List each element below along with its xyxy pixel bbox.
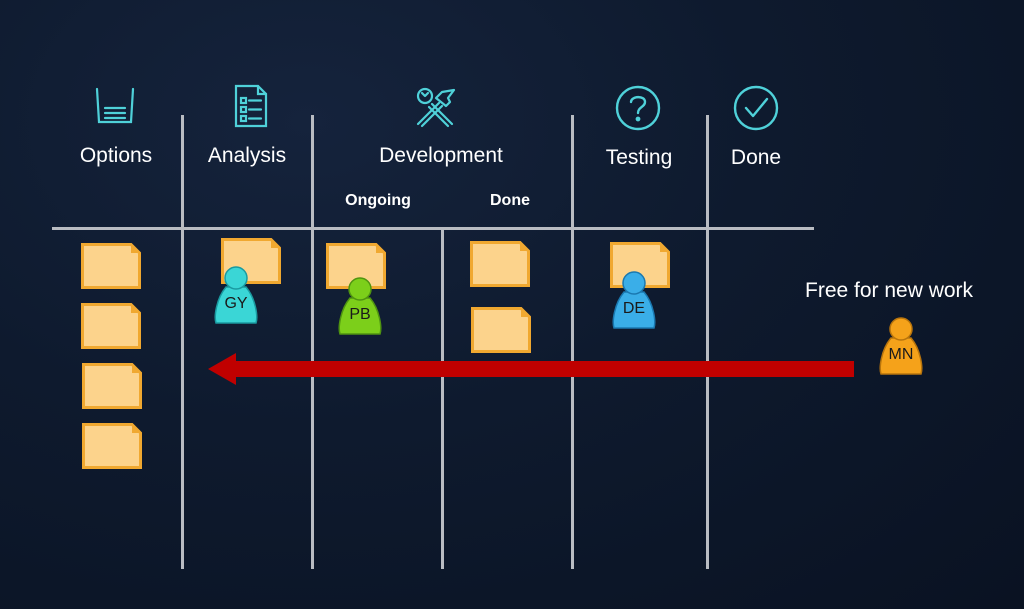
worker-initials: GY <box>224 295 248 312</box>
free-for-new-work-label: Free for new work <box>805 279 974 302</box>
bucket-icon <box>95 87 135 124</box>
pawn-icon <box>879 317 923 375</box>
worker-pawn-de[interactable]: DE <box>610 270 658 332</box>
work-card[interactable] <box>326 243 386 289</box>
work-card[interactable] <box>82 363 142 409</box>
pawn-icon <box>338 277 382 335</box>
flow-arrow <box>208 353 854 385</box>
worker-pawn-mn[interactable]: MN <box>877 316 925 378</box>
worker-initials: MN <box>888 346 914 363</box>
check-circle-icon <box>733 85 779 131</box>
subcolumn-title-ongoing: Ongoing <box>345 192 411 209</box>
work-card[interactable] <box>471 307 531 353</box>
tools-icon <box>416 87 456 128</box>
pawn-icon <box>214 266 258 324</box>
worker-initials: DE <box>622 300 646 317</box>
column-title-done: Done <box>730 146 782 169</box>
worker-initials: PB <box>349 306 371 323</box>
pawn-icon <box>612 271 656 329</box>
work-card[interactable] <box>81 243 141 289</box>
divider-development-testing <box>571 115 574 569</box>
question-circle-icon <box>615 85 661 131</box>
column-title-testing: Testing <box>605 146 673 169</box>
divider-dev-ongoing-done <box>441 228 444 569</box>
worker-pawn-gy[interactable]: GY <box>212 265 260 327</box>
work-card[interactable] <box>470 241 530 287</box>
column-title-development: Development <box>379 144 503 167</box>
divider-testing-done <box>706 115 709 569</box>
checklist-icon <box>234 84 268 128</box>
column-title-analysis: Analysis <box>207 144 287 167</box>
subcolumn-title-done: Done <box>490 192 530 209</box>
divider-analysis-development <box>311 115 314 569</box>
work-card[interactable] <box>81 303 141 349</box>
header-divider <box>52 227 814 230</box>
work-card[interactable] <box>82 423 142 469</box>
worker-pawn-pb[interactable]: PB <box>336 276 384 338</box>
divider-options-analysis <box>181 115 184 569</box>
column-title-options: Options <box>79 144 153 167</box>
